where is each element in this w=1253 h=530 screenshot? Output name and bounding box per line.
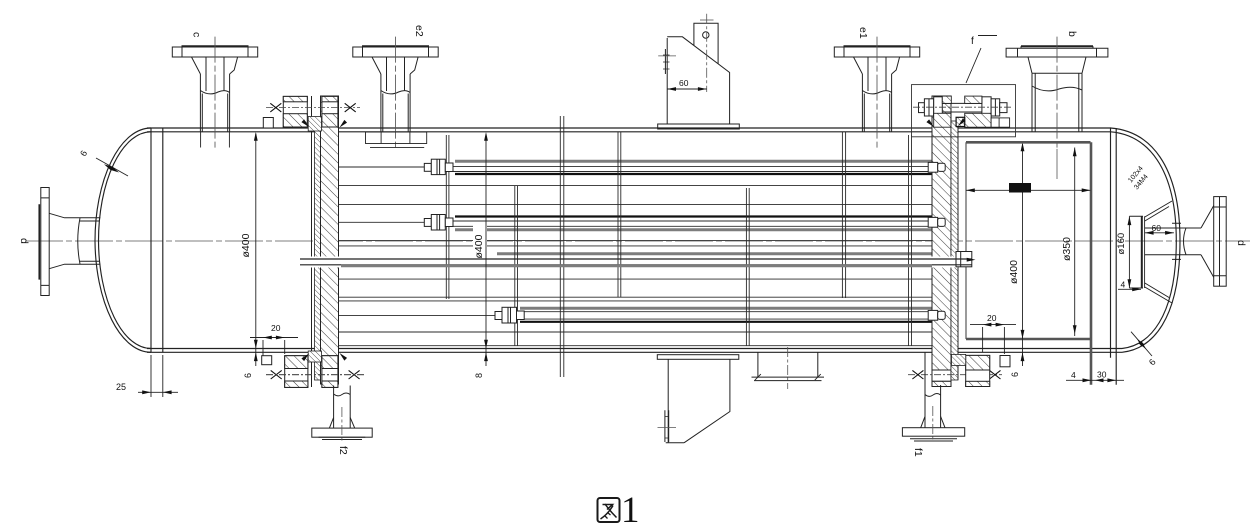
svg-text:6: 6	[78, 149, 89, 158]
svg-text:c: c	[191, 32, 203, 37]
svg-text:4: 4	[1071, 370, 1076, 380]
svg-text:6: 6	[1010, 372, 1020, 377]
svg-text:d: d	[1235, 240, 1247, 246]
svg-text:f2: f2	[337, 446, 349, 455]
svg-text:ø160: ø160	[1116, 233, 1127, 255]
svg-text:6: 6	[243, 373, 253, 378]
svg-text:60: 60	[679, 78, 689, 88]
svg-text:e1: e1	[857, 27, 869, 39]
svg-text:60: 60	[1152, 223, 1162, 233]
svg-text:b: b	[1066, 31, 1078, 37]
svg-text:f1: f1	[912, 448, 924, 457]
svg-text:4: 4	[1121, 280, 1126, 290]
svg-text:ø400: ø400	[473, 234, 485, 258]
svg-text:ø400: ø400	[240, 233, 252, 257]
svg-text:ø350: ø350	[1061, 237, 1073, 261]
svg-text:30: 30	[1097, 370, 1107, 380]
svg-text:d: d	[18, 238, 30, 244]
svg-text:20: 20	[271, 323, 281, 333]
svg-text:8: 8	[474, 373, 484, 378]
svg-text:20: 20	[987, 313, 997, 323]
svg-text:ø400: ø400	[1008, 260, 1020, 284]
svg-text:6: 6	[1147, 357, 1158, 367]
svg-text:e2: e2	[413, 25, 425, 37]
svg-text:1: 1	[621, 490, 640, 530]
svg-text:25: 25	[116, 382, 126, 392]
svg-text:f: f	[971, 36, 974, 47]
